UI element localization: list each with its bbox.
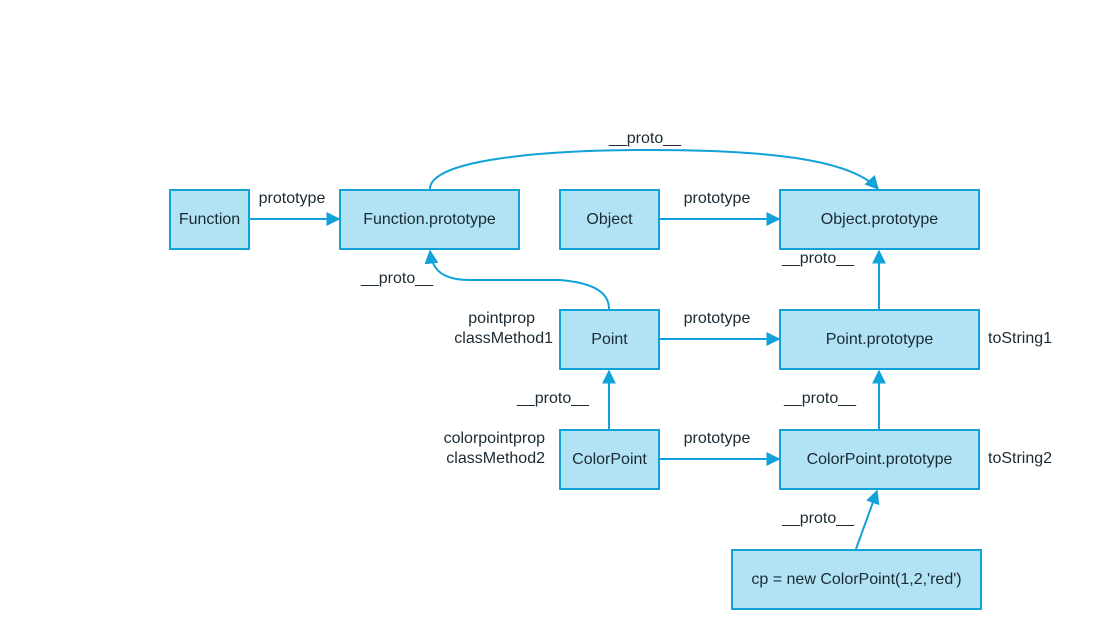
node-function: Function — [169, 189, 250, 250]
node-point-prototype: Point.prototype — [779, 309, 980, 370]
colorpoint-prop-label: colorpointprop — [443, 430, 545, 447]
node-cp-instance: cp = new ColorPoint(1,2,'red') — [731, 549, 982, 610]
edge-cp-proto-cpproto — [855, 489, 880, 550]
class-method1-label: classMethod1 — [454, 330, 553, 347]
node-object: Object — [559, 189, 660, 250]
tostring1-label: toString1 — [988, 330, 1053, 347]
node-colorpoint-prototype: ColorPoint.prototype — [779, 429, 980, 490]
node-colorpoint: ColorPoint — [559, 429, 660, 490]
tostring2-label: toString2 — [988, 450, 1053, 467]
label-colorpoint-prototype: prototype — [683, 430, 751, 447]
point-prop-label: pointprop — [468, 310, 535, 327]
edge-fproto-proto-oproto — [429, 148, 879, 191]
label-pproto-proto: __proto__ — [781, 250, 855, 267]
node-point: Point — [559, 309, 660, 370]
edge-point-proto-fproto — [424, 249, 610, 310]
label-fproto-proto: __proto__ — [608, 130, 682, 147]
label-colorpoint-proto: __proto__ — [516, 390, 590, 407]
label-function-prototype: prototype — [258, 190, 326, 207]
class-method2-label: classMethod2 — [446, 450, 545, 467]
node-function-prototype: Function.prototype — [339, 189, 520, 250]
node-object-prototype: Object.prototype — [779, 189, 980, 250]
label-cp-proto: __proto__ — [781, 510, 855, 527]
label-point-proto: __proto__ — [360, 270, 434, 287]
point-static-props: pointprop classMethod1 — [454, 309, 553, 349]
label-object-prototype: prototype — [683, 190, 751, 207]
label-point-prototype: prototype — [683, 310, 751, 327]
colorpoint-static-props: colorpointprop classMethod2 — [444, 429, 545, 469]
label-cpproto-proto: __proto__ — [783, 390, 857, 407]
